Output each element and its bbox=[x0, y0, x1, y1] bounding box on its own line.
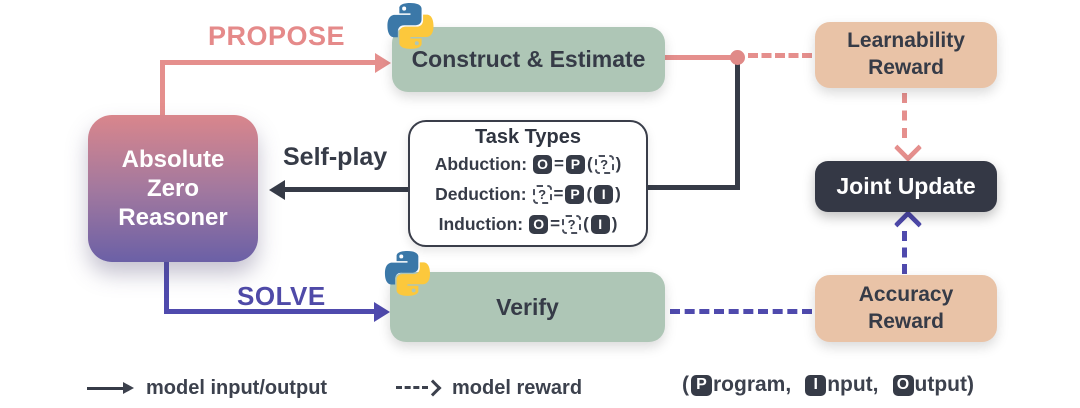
learnability-reward-line1: Learnability bbox=[847, 29, 965, 53]
accuracy-reward-line1: Accuracy bbox=[858, 282, 954, 306]
reasoner-label-line1: Absolute bbox=[121, 145, 225, 173]
solve-arrowhead-icon bbox=[374, 301, 390, 322]
dot-to-learnability-dashed-line bbox=[748, 53, 812, 58]
solve-label: SOLVE bbox=[237, 281, 326, 311]
self-play-arrowhead-icon bbox=[269, 179, 285, 200]
joint-update-label: Joint Update bbox=[836, 173, 976, 199]
output-token: O bbox=[529, 214, 549, 234]
learnability-reward-box: Learnability Reward bbox=[815, 22, 997, 88]
task-row-induction: Induction:O=?(I) bbox=[410, 209, 646, 239]
task-row-abduction: Abduction:O=P(?) bbox=[410, 149, 646, 179]
propose-arrowhead-icon bbox=[375, 52, 391, 73]
unknown-token: ? bbox=[562, 214, 582, 234]
operator-text: ) bbox=[611, 214, 618, 233]
task-types-rows: Abduction:O=P(?)Deduction:?=P(I)Inductio… bbox=[410, 149, 646, 239]
legend-dashed-arrowhead-icon bbox=[424, 379, 442, 397]
propose-arrow-vertical-segment bbox=[160, 60, 165, 116]
construct-estimate-box: Construct & Estimate bbox=[392, 27, 665, 92]
input-token-icon: I bbox=[805, 374, 827, 396]
reasoner-label-line3: Reasoner bbox=[118, 204, 228, 232]
task-row-formula: O=?(I) bbox=[529, 214, 617, 234]
task-types-box: Task Types Abduction:O=P(?)Deduction:?=P… bbox=[408, 120, 648, 247]
program-token-icon: P bbox=[691, 374, 712, 396]
task-types-title: Task Types bbox=[475, 126, 581, 148]
unknown-token: ? bbox=[532, 184, 552, 204]
accuracy-to-joint-dashed-line bbox=[902, 231, 907, 274]
task-row-formula: ?=P(I) bbox=[532, 184, 621, 204]
program-token: P bbox=[565, 184, 585, 204]
legend-item-text: utput bbox=[914, 373, 967, 396]
operator-text: ) bbox=[615, 154, 622, 173]
legend-solid-arrow-line bbox=[87, 387, 124, 390]
task-row-label: Deduction: bbox=[435, 183, 527, 204]
connector-vertical-segment bbox=[735, 57, 740, 190]
self-play-arrow-line bbox=[284, 187, 408, 192]
construct-to-dot-line bbox=[664, 55, 734, 60]
task-row-formula: O=P(?) bbox=[533, 154, 621, 174]
legend-open-paren: ( bbox=[682, 373, 689, 396]
python-icon bbox=[387, 3, 434, 49]
output-token: O bbox=[533, 154, 553, 174]
legend-item-text: rogram, bbox=[713, 373, 792, 396]
propose-label: PROPOSE bbox=[208, 21, 346, 51]
operator-text: ) bbox=[615, 184, 621, 203]
input-token: I bbox=[594, 184, 614, 204]
legend-solid-arrowhead-icon bbox=[123, 382, 134, 394]
operator-text: = bbox=[553, 184, 564, 203]
solve-arrow-horizontal-segment bbox=[164, 309, 376, 314]
legend-item-text: nput, bbox=[827, 373, 879, 396]
operator-text: ( bbox=[583, 214, 589, 233]
joint-update-box: Joint Update bbox=[815, 161, 997, 212]
task-row-label: Induction: bbox=[438, 213, 524, 234]
legend-dashed-arrow-line bbox=[396, 386, 428, 389]
legend-solid-arrow-label: model input/output bbox=[146, 377, 328, 399]
construct-estimate-label: Construct & Estimate bbox=[411, 46, 646, 72]
verify-to-accuracy-dashed-line bbox=[670, 309, 812, 314]
down-chevron-arrowhead-icon bbox=[893, 133, 923, 163]
connector-horizontal-segment bbox=[648, 185, 740, 190]
junction-dot-icon bbox=[730, 50, 745, 65]
verify-box: Verify bbox=[390, 272, 665, 342]
self-play-label: Self-play bbox=[283, 143, 388, 171]
solve-arrow-vertical-segment bbox=[164, 262, 169, 314]
python-icon bbox=[384, 251, 431, 296]
operator-text: = bbox=[550, 214, 561, 233]
learnability-reward-line2: Reward bbox=[868, 56, 944, 79]
accuracy-reward-line2: Reward bbox=[868, 309, 944, 333]
unknown-token: ? bbox=[594, 154, 614, 174]
learnability-to-joint-dashed-line bbox=[902, 93, 907, 138]
input-token: I bbox=[590, 214, 610, 234]
operator-text: ( bbox=[586, 184, 593, 203]
up-chevron-arrowhead-icon bbox=[893, 209, 923, 239]
operator-text: ( bbox=[586, 154, 593, 173]
legend-close-paren: ) bbox=[966, 373, 974, 396]
verify-label: Verify bbox=[496, 293, 559, 320]
reasoner-label-line2: Zero bbox=[146, 174, 199, 202]
propose-arrow-horizontal-segment bbox=[160, 60, 377, 65]
absolute-zero-reasoner-box: Absolute Zero Reasoner bbox=[88, 115, 258, 262]
task-row-label: Abduction: bbox=[434, 153, 528, 174]
accuracy-reward-box: Accuracy Reward bbox=[815, 275, 997, 342]
operator-text: = bbox=[554, 154, 564, 173]
program-token: P bbox=[565, 154, 585, 174]
legend-dashed-arrow-label: model reward bbox=[452, 377, 583, 399]
task-row-deduction: Deduction:?=P(I) bbox=[410, 179, 646, 209]
output-token-icon: O bbox=[892, 374, 914, 396]
